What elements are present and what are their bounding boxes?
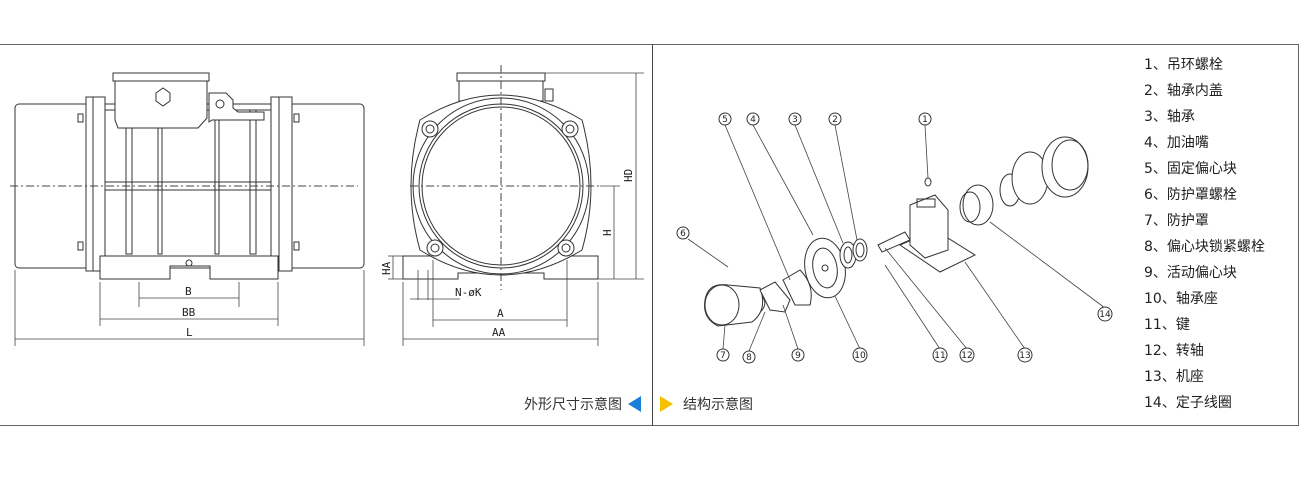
svg-text:8: 8 (746, 353, 752, 363)
dim-label-bb: BB (182, 306, 196, 319)
balloon-12: 12 (959, 347, 975, 363)
balloon-6: 6 (676, 226, 690, 240)
svg-text:1: 1 (922, 115, 928, 125)
svg-text:13: 13 (1019, 351, 1030, 361)
dimension-view-caption: 外形尺寸示意图 (524, 397, 622, 413)
balloon-14: 14 (1097, 306, 1113, 322)
svg-text:9: 9 (795, 351, 801, 361)
part-7-guard-cover (704, 284, 766, 327)
legend-item: 3、轴承 (1144, 109, 1195, 125)
part-1-eye-bolt (924, 177, 932, 187)
balloon-8: 8 (742, 350, 756, 364)
legend-item: 5、固定偏心块 (1144, 161, 1237, 177)
balloon-4: 4 (746, 112, 760, 126)
diagram-frame (0, 44, 1299, 426)
svg-text:10: 10 (854, 351, 866, 361)
svg-text:14: 14 (1099, 310, 1111, 320)
mounting-bolt-holes (421, 120, 579, 257)
legend-item: 8、偏心块锁紧螺栓 (1144, 239, 1265, 255)
part-9-movable-eccentric (759, 281, 791, 313)
balloon-3: 3 (788, 112, 802, 126)
structure-view-caption: 结构示意图 (683, 397, 753, 413)
balloon-5: 5 (718, 112, 732, 126)
part-5-fixed-eccentric (782, 269, 812, 306)
balloon-2: 2 (828, 112, 842, 126)
svg-text:3: 3 (792, 115, 798, 125)
svg-text:6: 6 (680, 229, 686, 239)
legend-item: 6、防护罩螺栓 (1144, 187, 1237, 203)
part-14-stator (959, 136, 1089, 226)
legend-item: 9、活动偏心块 (1144, 265, 1237, 281)
legend-item: 14、定子线圈 (1144, 395, 1232, 411)
svg-text:11: 11 (934, 351, 945, 361)
legend-item: 4、加油嘴 (1144, 135, 1209, 151)
dim-label-hd: HD (622, 169, 635, 182)
part-13-base (898, 194, 977, 273)
dim-label-a: A (497, 307, 504, 320)
legend-item: 7、防护罩 (1144, 213, 1209, 229)
balloon-7: 7 (716, 348, 730, 362)
dim-label-b: B (185, 285, 192, 298)
exploded-view-drawing: 1 2 3 4 5 6 7 8 9 10 11 12 13 14 (676, 112, 1113, 364)
balloon-11: 11 (932, 347, 948, 363)
legend-item: 10、轴承座 (1144, 291, 1218, 307)
front-view-drawing: HD H HA N-øK A AA (380, 65, 644, 346)
side-view-drawing: B BB L (10, 72, 365, 346)
leader-lines (687, 124, 1106, 352)
part-2-bearing-cover (852, 238, 868, 262)
dim-label-h: H (601, 229, 614, 236)
triangle-right-icon[interactable] (660, 396, 673, 412)
dim-label-l: L (186, 326, 193, 339)
dim-label-n-k: N-øK (455, 286, 482, 299)
legend-item: 2、轴承内盖 (1144, 83, 1223, 99)
legend-item: 1、吊环螺栓 (1144, 57, 1223, 73)
balloon-9: 9 (791, 348, 805, 362)
legend-item: 11、键 (1144, 317, 1190, 333)
balloon-10: 10 (852, 347, 868, 363)
triangle-left-icon[interactable] (628, 396, 641, 412)
balloon-1: 1 (918, 112, 932, 126)
dim-label-aa: AA (492, 326, 506, 339)
svg-text:2: 2 (832, 115, 838, 125)
svg-text:7: 7 (720, 351, 726, 361)
dim-label-ha: HA (380, 261, 393, 275)
svg-text:12: 12 (961, 351, 972, 361)
svg-text:4: 4 (750, 115, 756, 125)
balloon-13: 13 (1017, 347, 1033, 363)
part-balloons: 1 2 3 4 5 6 7 8 9 10 11 12 13 14 (676, 112, 1113, 364)
legend-item: 12、转轴 (1144, 343, 1204, 359)
svg-text:5: 5 (722, 115, 728, 125)
panel-divider (652, 44, 653, 426)
legend-item: 13、机座 (1144, 369, 1204, 385)
parts-legend: 1、吊环螺栓 2、轴承内盖 3、轴承 4、加油嘴 5、固定偏心块 6、防护罩螺栓… (1144, 54, 1265, 418)
